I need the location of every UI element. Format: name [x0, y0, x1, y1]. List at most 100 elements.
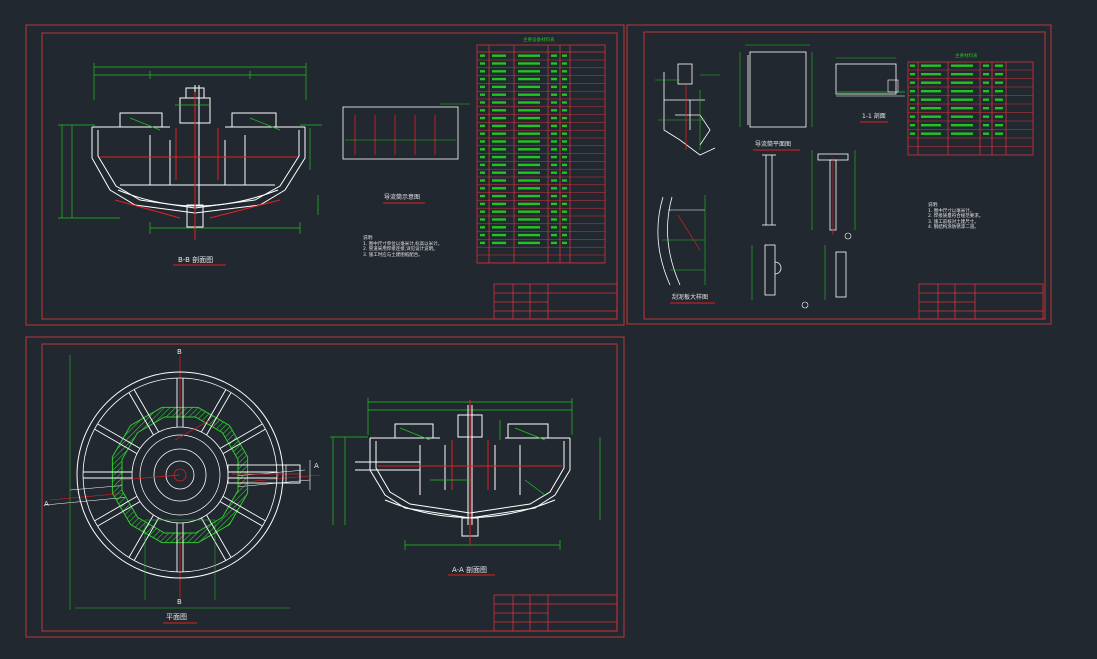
table-cell-mark [480, 226, 485, 229]
table-cell-mark [562, 179, 567, 182]
parts-table-rows [908, 69, 1033, 147]
materials-table-rows [477, 59, 605, 264]
table-cell-mark [492, 179, 506, 182]
table-cell-mark [551, 70, 557, 73]
table-cell-mark [518, 62, 540, 65]
table-cell-mark [951, 107, 973, 110]
table-cell-mark [551, 132, 557, 135]
table-cell-mark [480, 124, 485, 128]
guide-tube-title: 导流筒示意图 [384, 194, 421, 201]
table-cell-mark [551, 116, 557, 120]
table-cell-mark [518, 116, 540, 120]
table-cell-mark [518, 218, 540, 221]
table-cell-mark [492, 194, 506, 198]
table-cell-mark [518, 54, 540, 57]
plan-radial-beam [219, 423, 263, 449]
plan-view-drawing [44, 355, 321, 610]
table-cell-mark [480, 187, 485, 190]
table-cell-mark [562, 101, 567, 104]
plan-radial-beam [97, 501, 141, 527]
plan-radial-beam [201, 517, 227, 561]
table-cell-mark [518, 132, 540, 135]
table-cell-mark [921, 90, 941, 93]
table-cell-mark [492, 132, 506, 135]
table-cell-mark [983, 73, 989, 76]
table-cell-mark [921, 73, 941, 76]
plan-radial-beam [222, 428, 266, 454]
notes-sheet1-line-3: 3. 施工时应与土建图纸配合。 [363, 252, 423, 258]
table-cell-mark [562, 218, 567, 221]
table-cell-mark [983, 107, 989, 110]
table-cell-mark [551, 233, 557, 237]
table-cell-mark [995, 132, 1003, 135]
table-cell-mark [551, 109, 557, 112]
table-cell-mark [951, 90, 973, 93]
table-cell-mark [551, 163, 557, 167]
sheet-3-inner-frame [41, 343, 618, 632]
table-cell-mark [518, 226, 540, 229]
table-cell-mark [518, 148, 540, 151]
table-cell-mark [551, 194, 557, 198]
table-cell-mark [518, 109, 540, 112]
table-cell-mark [551, 101, 557, 104]
guide-tube-sketch [342, 103, 470, 160]
table-cell-mark [921, 64, 941, 67]
table-cell-mark [995, 115, 1003, 118]
notes-sheet1: 说明: 1. 图中尺寸单位以毫米计,标高以米计。 2. 管道采用焊接连接,详见设… [363, 236, 442, 258]
table-cell-mark [562, 85, 567, 89]
notes-sheet2-line-4: 4. 钢结构涂防锈漆二道。 [928, 225, 979, 230]
table-cell-mark [480, 140, 485, 143]
title-block-sheet3 [493, 594, 618, 632]
table-cell-mark [551, 77, 557, 81]
table-cell-mark [995, 98, 1003, 101]
table-cell-mark [518, 241, 540, 245]
materials-table-cells [480, 54, 567, 245]
table-cell-mark [562, 62, 567, 65]
table-cell-mark [562, 171, 567, 174]
sheet-1-inner-frame [41, 32, 618, 320]
table-cell-mark [951, 132, 973, 135]
table-cell-mark [910, 124, 915, 127]
table-cell-mark [551, 85, 557, 89]
table-cell-mark [480, 218, 485, 221]
table-cell-mark [562, 54, 567, 57]
table-cell-mark [562, 210, 567, 213]
sheet2-details [655, 44, 905, 309]
sheet-2-outer-frame [626, 24, 1052, 325]
notes-sheet1-line-1: 1. 图中尺寸单位以毫米计,标高以米计。 [363, 241, 443, 247]
table-cell-mark [492, 155, 506, 159]
table-cell-mark [995, 64, 1003, 67]
table-cell-mark [995, 81, 1003, 84]
table-cell-mark [518, 210, 540, 213]
table-cell-mark [492, 140, 506, 143]
table-cell-mark [492, 124, 506, 128]
table-cell-mark [910, 90, 915, 93]
table-cell-mark [551, 218, 557, 221]
table-cell-mark [480, 93, 485, 96]
table-cell-mark [480, 54, 485, 57]
table-cell-mark [480, 233, 485, 237]
plan-radial-beam [94, 428, 138, 454]
table-cell-mark [518, 140, 540, 143]
table-cell-mark [518, 179, 540, 182]
table-cell-mark [562, 132, 567, 135]
table-cell-mark [518, 194, 540, 198]
table-cell-mark [480, 85, 485, 89]
notes-sheet2-line-0: 说明: [928, 203, 939, 208]
table-cell-mark [518, 70, 540, 73]
table-cell-mark [910, 115, 915, 118]
table-cell-mark [480, 171, 485, 174]
table-cell-mark [983, 124, 989, 127]
table-cell-mark [910, 64, 915, 67]
table-cell-mark [492, 163, 506, 167]
section-mark-a-right: A [314, 462, 319, 470]
table-cell-mark [518, 155, 540, 159]
table-cell-mark [910, 132, 915, 135]
table-cell-mark [551, 226, 557, 229]
sheet-3-outer-frame [25, 336, 625, 638]
parts-table-cells [910, 64, 1003, 135]
table-cell-mark [480, 77, 485, 81]
table-cell-mark [492, 77, 506, 81]
table-cell-mark [518, 124, 540, 128]
